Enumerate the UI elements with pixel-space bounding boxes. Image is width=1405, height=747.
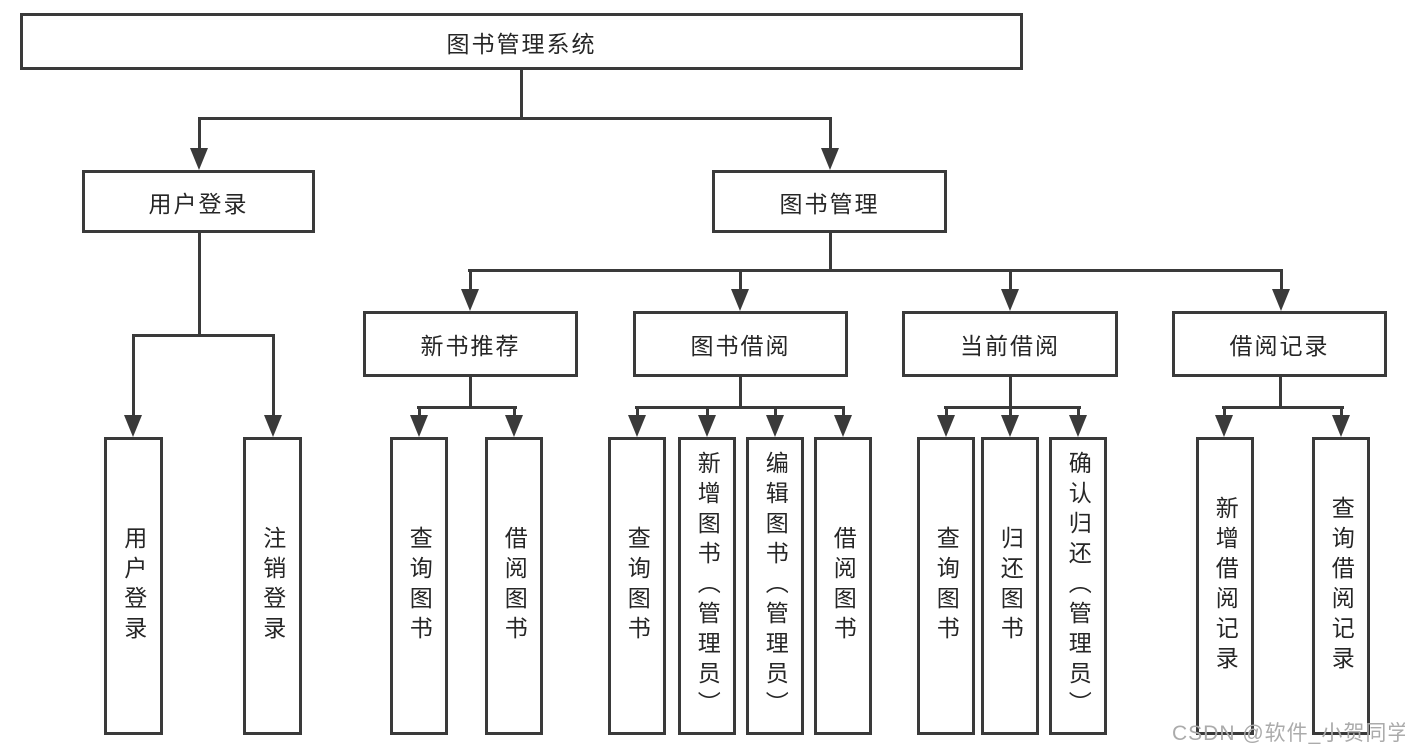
- connector-line: [1280, 269, 1283, 294]
- connector-line: [272, 334, 275, 419]
- leaf-user-login: 用户登录: [104, 437, 163, 735]
- connector-line: [417, 406, 517, 409]
- connector-line: [132, 334, 275, 337]
- connector-line: [469, 375, 472, 409]
- connector-line: [132, 334, 135, 419]
- node-label: 用户登录: [148, 190, 249, 217]
- arrowhead-icon: [505, 415, 523, 437]
- arrowhead-icon: [937, 415, 955, 437]
- leaf-label: 借阅图书: [501, 526, 528, 646]
- connector-line: [469, 269, 472, 294]
- connector-line: [739, 269, 742, 294]
- node-label: 图书借阅: [690, 333, 791, 359]
- leaf-query-books-newbook: 查询图书: [390, 437, 448, 735]
- leaf-borrow-books-newbook: 借阅图书: [485, 437, 543, 735]
- connector-line: [1009, 406, 1012, 418]
- leaf-label: 查询借阅记录: [1328, 496, 1355, 676]
- leaf-return-books: 归还图书: [981, 437, 1039, 735]
- connector-line: [945, 406, 948, 418]
- connector-line: [829, 117, 832, 152]
- leaf-label: 查询图书: [406, 526, 433, 646]
- arrowhead-icon: [1215, 415, 1233, 437]
- connector-line: [842, 406, 845, 418]
- node-borrowing-records: 借阅记录: [1172, 311, 1387, 377]
- node-book-borrowing: 图书借阅: [633, 311, 848, 377]
- leaf-query-borrow-record: 查询借阅记录: [1312, 437, 1370, 735]
- connector-line: [198, 117, 201, 152]
- arrowhead-icon: [1332, 415, 1350, 437]
- leaf-add-books-admin: 新增图书（管理员）: [678, 437, 736, 735]
- node-library-management-system: 图书管理系统: [20, 13, 1023, 70]
- connector-line: [739, 375, 742, 409]
- arrowhead-icon: [766, 415, 784, 437]
- leaf-label: 用户登录: [120, 526, 147, 646]
- connector-line: [1279, 375, 1282, 409]
- arrowhead-icon: [1069, 415, 1087, 437]
- watermark-text: CSDN @软件_小贺同学: [1172, 722, 1405, 745]
- node-label: 借阅记录: [1229, 333, 1330, 359]
- connector-line: [520, 68, 523, 118]
- leaf-query-books-borrow: 查询图书: [608, 437, 666, 735]
- connector-line: [1077, 406, 1080, 418]
- node-book-management: 图书管理: [712, 170, 947, 233]
- arrowhead-icon: [1272, 289, 1290, 311]
- connector-line: [829, 233, 832, 271]
- arrowhead-icon: [1001, 289, 1019, 311]
- leaf-label: 新增借阅记录: [1212, 496, 1239, 676]
- leaf-label: 查询图书: [624, 526, 651, 646]
- connector-line: [1009, 269, 1012, 294]
- node-label: 图书管理系统: [446, 30, 597, 57]
- connector-line: [774, 406, 777, 418]
- leaf-label: 编辑图书（管理员）: [762, 451, 789, 721]
- leaf-label: 查询图书: [933, 526, 960, 646]
- node-user-login: 用户登录: [82, 170, 315, 233]
- connector-line: [944, 406, 1081, 409]
- node-new-book-recommendation: 新书推荐: [363, 311, 578, 377]
- connector-line: [1340, 406, 1343, 418]
- arrowhead-icon: [821, 148, 839, 170]
- arrowhead-icon: [190, 148, 208, 170]
- arrowhead-icon: [410, 415, 428, 437]
- node-label: 新书推荐: [420, 333, 521, 359]
- leaf-label: 借阅图书: [830, 526, 857, 646]
- leaf-label: 新增图书（管理员）: [694, 451, 721, 721]
- connector-line: [198, 233, 201, 336]
- connector-line: [635, 406, 845, 409]
- leaf-label: 归还图书: [997, 526, 1024, 646]
- node-label: 当前借阅: [960, 333, 1060, 359]
- arrowhead-icon: [461, 289, 479, 311]
- leaf-label: 确认归还（管理员）: [1065, 451, 1092, 721]
- connector-line: [706, 406, 709, 418]
- connector-line: [1222, 406, 1344, 409]
- connector-line: [636, 406, 639, 418]
- connector-line: [468, 269, 1282, 272]
- leaf-confirm-return-admin: 确认归还（管理员）: [1049, 437, 1107, 735]
- connector-line: [1223, 406, 1226, 418]
- leaf-edit-books-admin: 编辑图书（管理员）: [746, 437, 804, 735]
- arrowhead-icon: [628, 415, 646, 437]
- node-current-borrowing: 当前借阅: [902, 311, 1118, 377]
- leaf-add-borrow-record: 新增借阅记录: [1196, 437, 1254, 735]
- arrowhead-icon: [1001, 415, 1019, 437]
- leaf-label: 注销登录: [259, 526, 286, 646]
- leaf-query-books-current: 查询图书: [917, 437, 975, 735]
- arrowhead-icon: [264, 415, 282, 437]
- arrowhead-icon: [124, 415, 142, 437]
- arrowhead-icon: [731, 289, 749, 311]
- leaf-borrow-books: 借阅图书: [814, 437, 872, 735]
- arrowhead-icon: [834, 415, 852, 437]
- connector-line: [513, 406, 516, 418]
- connector-line: [198, 117, 832, 120]
- connector-line: [1009, 375, 1012, 409]
- node-label: 图书管理: [779, 190, 880, 217]
- leaf-logout: 注销登录: [243, 437, 302, 735]
- arrowhead-icon: [698, 415, 716, 437]
- connector-line: [418, 406, 421, 418]
